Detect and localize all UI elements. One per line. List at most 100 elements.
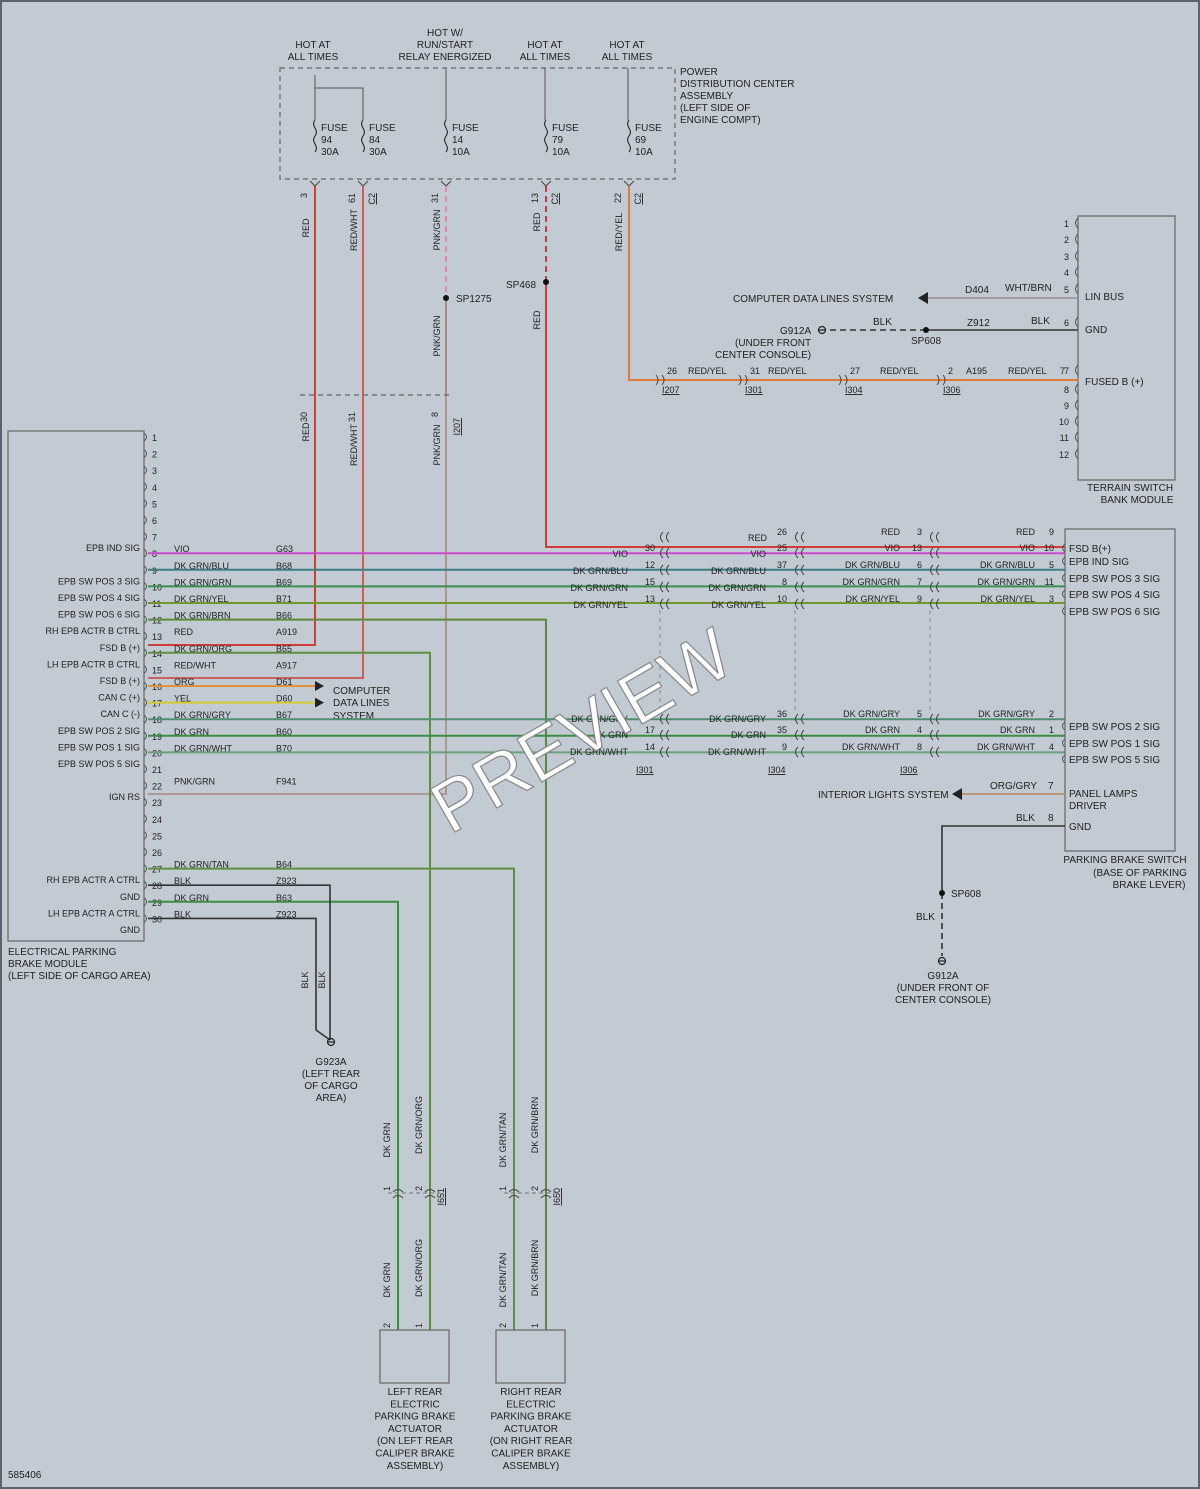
wire-label-red-lower: RED (301, 422, 311, 442)
epb-wire-color-19: DK GRN (174, 727, 209, 737)
actuator-1-label-l3: PARKING BRAKE (491, 1412, 572, 1423)
mid-row-5-wire-c: DK GRN/GRY (843, 709, 900, 719)
wire-label-blk-g923-b: BLK (317, 971, 327, 988)
epb-wire-color-10: DK GRN/GRN (174, 577, 232, 587)
terrain-chain-pin-3: 2 (948, 366, 953, 376)
mid-row-7-wire-c: DK GRN/WHT (842, 742, 900, 752)
act-1-wire-label-2-upper: DK GRN/BRN (530, 1097, 540, 1154)
mid-row-7-pin-b: 9 (782, 742, 787, 752)
act-0-pin-1: 1 (382, 1186, 392, 1191)
mid-row-4-pin-d: 9 (917, 594, 922, 604)
pbs-terminal-6 (1062, 738, 1066, 748)
epb-wire-circuit-10: B69 (276, 577, 292, 587)
epb-label-can-c-: CAN C (-) (101, 709, 141, 719)
mid-conn-5-0 (660, 713, 670, 725)
mid-row-7-pin-a: 14 (645, 742, 655, 752)
actuator-0-label-l5: (ON LEFT REAR (377, 1436, 453, 1447)
epb-label-epb-sw-pos-1-sig: EPB SW POS 1 SIG (58, 742, 140, 752)
mid-row-6-pin-b: 35 (777, 725, 787, 735)
hot-label-3-line2: ALL TIMES (520, 52, 571, 63)
mid-conn-0-2 (930, 531, 940, 543)
hot-label-2-line1: RUN/START (417, 40, 473, 51)
wire-redwht-to-epb-15 (148, 395, 364, 679)
wire-label-pnkgrn-lower: PNK/GRN (432, 424, 442, 465)
interior-lights-arrow (952, 788, 962, 800)
pbs-terminal-5 (1062, 721, 1066, 731)
mid-conn-4-2 (930, 598, 940, 610)
mid-conn-0-0 (660, 531, 670, 543)
mid-row-1-wire-c: VIO (884, 543, 900, 553)
fuse-94-pin: 3 (299, 193, 309, 198)
act-0-terminal-1 (424, 1189, 436, 1199)
mid-c2-dkgrngrn: DK GRN/GRN (708, 583, 766, 593)
wire-label-pnkgrn-sp1275: PNK/GRN (432, 315, 442, 356)
terrain-chain-wire-3: A195 (966, 366, 987, 376)
act-1-wire-label-1-upper: DK GRN/TAN (498, 1113, 508, 1168)
pbs-label-7: EPB SW POS 5 SIG (1069, 755, 1160, 766)
epb-pin-26-terminal (143, 847, 147, 857)
epb-pin-18-terminal (143, 714, 147, 724)
terrain-pin-9-terminal (1075, 399, 1079, 411)
mid-c2-dkgrngry: DK GRN/GRY (709, 714, 766, 724)
hot-label-1: HOT AT ALL TIMES (288, 40, 339, 63)
epb-pin-25: 25 (152, 831, 162, 841)
act-0-end-pin-1: 2 (382, 1323, 392, 1328)
fuse-94-name: FUSE (321, 123, 348, 134)
epb-pin-2: 2 (152, 450, 157, 460)
mid-conn-7-2 (930, 746, 940, 758)
mid-row-1-pin-d: 13 (912, 543, 922, 553)
epb-pin-5: 5 (152, 499, 157, 509)
pdc-bus-bar (314, 75, 364, 120)
epb-wire-circuit-27: B64 (276, 860, 292, 870)
epb-wire-circuit-13: A919 (276, 627, 297, 637)
mid-conn-6-0 (660, 729, 670, 741)
act-0-terminal-0 (392, 1189, 404, 1199)
terrain-chain-connector-0 (655, 374, 665, 386)
epb-wire-color-12: DK GRN/BRN (174, 611, 231, 621)
preview-watermark: PREVIEW (418, 614, 746, 849)
act-0-pin-2: 2 (414, 1186, 424, 1191)
wire-label-redwht-fuse84: RED/WHT (349, 209, 359, 251)
fuse-14-number: 14 (452, 135, 464, 146)
mid-c2-dkgrnyel: DK GRN/YEL (711, 600, 766, 610)
mid-row-1-pin-a: 30 (645, 543, 655, 553)
epb-wire-color-20: DK GRN/WHT (174, 743, 232, 753)
terrain-chain-connector-2 (838, 374, 848, 386)
epb-label-epb-sw-pos-3-sig: EPB SW POS 3 SIG (58, 576, 140, 586)
fuse-84-connector: C2 (367, 193, 377, 205)
epb-wire-circuit-20: B70 (276, 743, 292, 753)
terrain-pin-2-terminal (1075, 233, 1079, 245)
interior-lights-label: INTERIOR LIGHTS SYSTEM (818, 790, 949, 801)
mid-row-0-pin-b: 26 (777, 527, 787, 537)
epb-pin-9-terminal (143, 565, 147, 575)
actuator-0-label-l4: ACTUATOR (388, 1424, 442, 1435)
act-0-wire-label-2-upper: DK GRN/ORG (414, 1096, 424, 1154)
wire-red-sp468-to-pbs (545, 282, 1065, 548)
epb-label-lh-epb-actr-b-ctrl: LH EPB ACTR B CTRL (47, 659, 140, 669)
mid-row-0-wire-c: RED (881, 527, 901, 537)
wire-label-pnkgrn-fuse14: PNK/GRN (432, 209, 442, 250)
mid-row-4-wire-e: DK GRN/YEL (980, 594, 1035, 604)
wire-epb-29-dkgrn (148, 900, 399, 1200)
computer-data-lines-label: COMPUTER DATA LINES SYSTEM (733, 294, 893, 305)
terrain-pin-7: 7 (1064, 366, 1069, 376)
fuse-69-pin: 22 (613, 193, 623, 203)
pbs-pin-7: 7 (1048, 781, 1054, 792)
mid-conn-2-1 (795, 564, 805, 576)
splice-sp608-terrain (923, 327, 929, 333)
terrain-pin-6-terminal (1075, 316, 1079, 328)
epb-label-epb-sw-pos-2-sig: EPB SW POS 2 SIG (58, 726, 140, 736)
hot-label-3: HOT AT ALL TIMES (520, 40, 571, 63)
ground-g912a-pbs-line2: CENTER CONSOLE) (895, 995, 991, 1006)
mid-row-2-pin-f: 5 (1049, 560, 1054, 570)
mid-conn-3-0 (660, 581, 670, 593)
mid-row-5-pin-b: 36 (777, 709, 787, 719)
terrain-chain-connector-1 (738, 374, 748, 386)
actuator-1-label-l1: RIGHT REAR (500, 1387, 562, 1398)
actuator-0-label-l3: PARKING BRAKE (375, 1412, 456, 1423)
mid-left-dkgrnyel: DK GRN/YEL (573, 600, 628, 610)
epb-pin-15: 15 (152, 665, 162, 675)
act-1-pin-2: 2 (530, 1186, 540, 1191)
epb-pin-15-terminal (143, 665, 147, 674)
figure-id: 585406 (8, 1470, 42, 1481)
